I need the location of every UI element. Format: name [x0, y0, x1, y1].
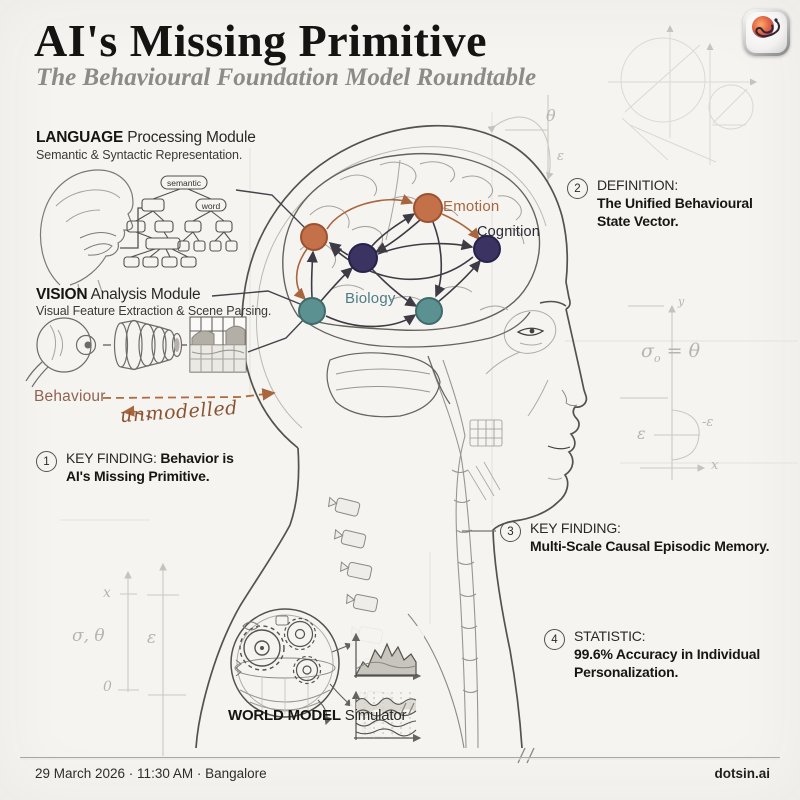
dotsin-logo-art — [746, 12, 787, 53]
scene-grid-icon — [182, 316, 247, 373]
node-biology-left — [298, 297, 326, 325]
line-chart-sketch — [350, 686, 424, 744]
face-profile — [492, 308, 588, 749]
cerebellum-sketch — [326, 352, 441, 418]
callout-3-number: 3 — [500, 521, 521, 542]
node-emotion-left — [300, 223, 328, 251]
world-model-name: WORLD MODEL — [228, 707, 341, 724]
sphere-chart-link-1 — [331, 642, 354, 653]
footer-divider — [20, 757, 780, 758]
parse-tree-icon — [120, 175, 238, 268]
cranium-outline — [241, 124, 571, 449]
footer-meta: 29 March 2026 · 11:30 AM · Bangalore — [35, 766, 267, 781]
area-chart-sketch — [350, 626, 424, 682]
callout-4-number: 4 — [544, 629, 565, 650]
left-axis-sketch — [118, 562, 186, 756]
lens-icon — [103, 319, 183, 371]
epsilon-left-annotation: ε — [147, 628, 157, 648]
vocal-tract-icon — [39, 169, 134, 295]
callout-statistic-4: 4 STATISTIC:99.6% Accuracy in Individual… — [544, 628, 779, 682]
callout-3-text: KEY FINDING:Multi-Scale Causal Episodic … — [530, 520, 770, 554]
sigma-theta-equation: σo = θ — [641, 340, 701, 365]
cognition-label: Cognition — [477, 224, 541, 240]
node-graph-nodes — [298, 193, 501, 325]
brain-sketch — [282, 153, 541, 418]
right-axis-sketch — [620, 304, 706, 480]
sphere-chart-link-2 — [329, 683, 353, 707]
callout-key-finding-3: 3 KEY FINDING:Multi-Scale Causal Episodi… — [500, 520, 780, 556]
x-tick-left-annotation: x — [103, 585, 111, 601]
zero-annotation: 0 — [103, 679, 112, 695]
slash-marks — [399, 702, 535, 764]
y-axis-annotation: y — [678, 295, 685, 308]
dotsin-logo-icon — [743, 9, 790, 56]
face-details — [467, 300, 578, 501]
tree-root-label: semantic — [166, 177, 201, 188]
vision-connector-title — [211, 290, 306, 307]
node-biology-right — [415, 297, 443, 325]
eye-icon — [25, 317, 97, 388]
geometry-sketch-icon — [608, 25, 757, 165]
page-subtitle: The Behavioural Foundation Model Roundta… — [36, 64, 537, 91]
language-module-name: LANGUAGE — [36, 129, 124, 146]
node-emotion — [413, 193, 443, 223]
language-module-title: LANGUAGE Processing Module — [36, 129, 256, 146]
tree-word-label: word — [201, 200, 221, 211]
theta-annotation: θ — [546, 106, 556, 125]
world-model-sphere-icon — [230, 608, 340, 726]
language-connector — [235, 189, 311, 234]
vision-connector-grid — [247, 315, 308, 353]
vision-module-name: VISION — [36, 286, 88, 303]
callout-2-number: 2 — [567, 178, 588, 199]
skull-inner-line — [256, 146, 547, 429]
sigma-theta-left-annotation: σ, θ — [72, 626, 105, 646]
emotion-label: Emotion — [443, 198, 500, 215]
epsilon-right-annotation: ε — [637, 424, 646, 443]
world-model-label: WORLD MODEL Simulator — [228, 707, 407, 724]
epsilon-top-annotation: ε — [557, 149, 564, 164]
callout-key-finding-1: 1 KEY FINDING: Behavior is AI's Missing … — [36, 450, 266, 486]
behaviour-arrow — [102, 388, 276, 419]
gear-icon — [239, 625, 285, 671]
callout-1-number: 1 — [36, 451, 57, 472]
trachea-sketch — [431, 359, 479, 749]
neck-back-outline — [195, 447, 300, 749]
node-cognition — [473, 235, 501, 263]
vision-module-subtitle: Visual Feature Extraction & Scene Parsin… — [36, 304, 272, 318]
construction-lines — [60, 112, 798, 624]
neg-epsilon-annotation: -ε — [702, 415, 714, 430]
callout-2-text: DEFINITION:The Unified Behavioural State… — [597, 177, 753, 229]
vision-module-title: VISION Analysis Module — [36, 286, 201, 303]
callout-definition-2: 2 DEFINITION:The Unified Behavioural Sta… — [567, 177, 777, 231]
x-axis-right-annotation: x — [711, 458, 719, 473]
biology-label: Biology — [345, 290, 396, 307]
callout-4-text: STATISTIC:99.6% Accuracy in Individual P… — [574, 628, 761, 680]
node-graph-arrows — [293, 194, 482, 328]
language-module-subtitle: Semantic & Syntactic Representation. — [36, 148, 243, 162]
gear-icon-small — [283, 617, 322, 685]
behaviour-label: Behaviour — [34, 388, 106, 405]
page-title: AI's Missing Primitive — [34, 15, 488, 66]
node-hub — [348, 243, 378, 273]
theta-arc-annotation — [487, 95, 554, 182]
footer-brand: dotsin.ai — [714, 766, 770, 781]
callout-1-text: KEY FINDING: Behavior is AI's Missing Pr… — [66, 450, 234, 484]
